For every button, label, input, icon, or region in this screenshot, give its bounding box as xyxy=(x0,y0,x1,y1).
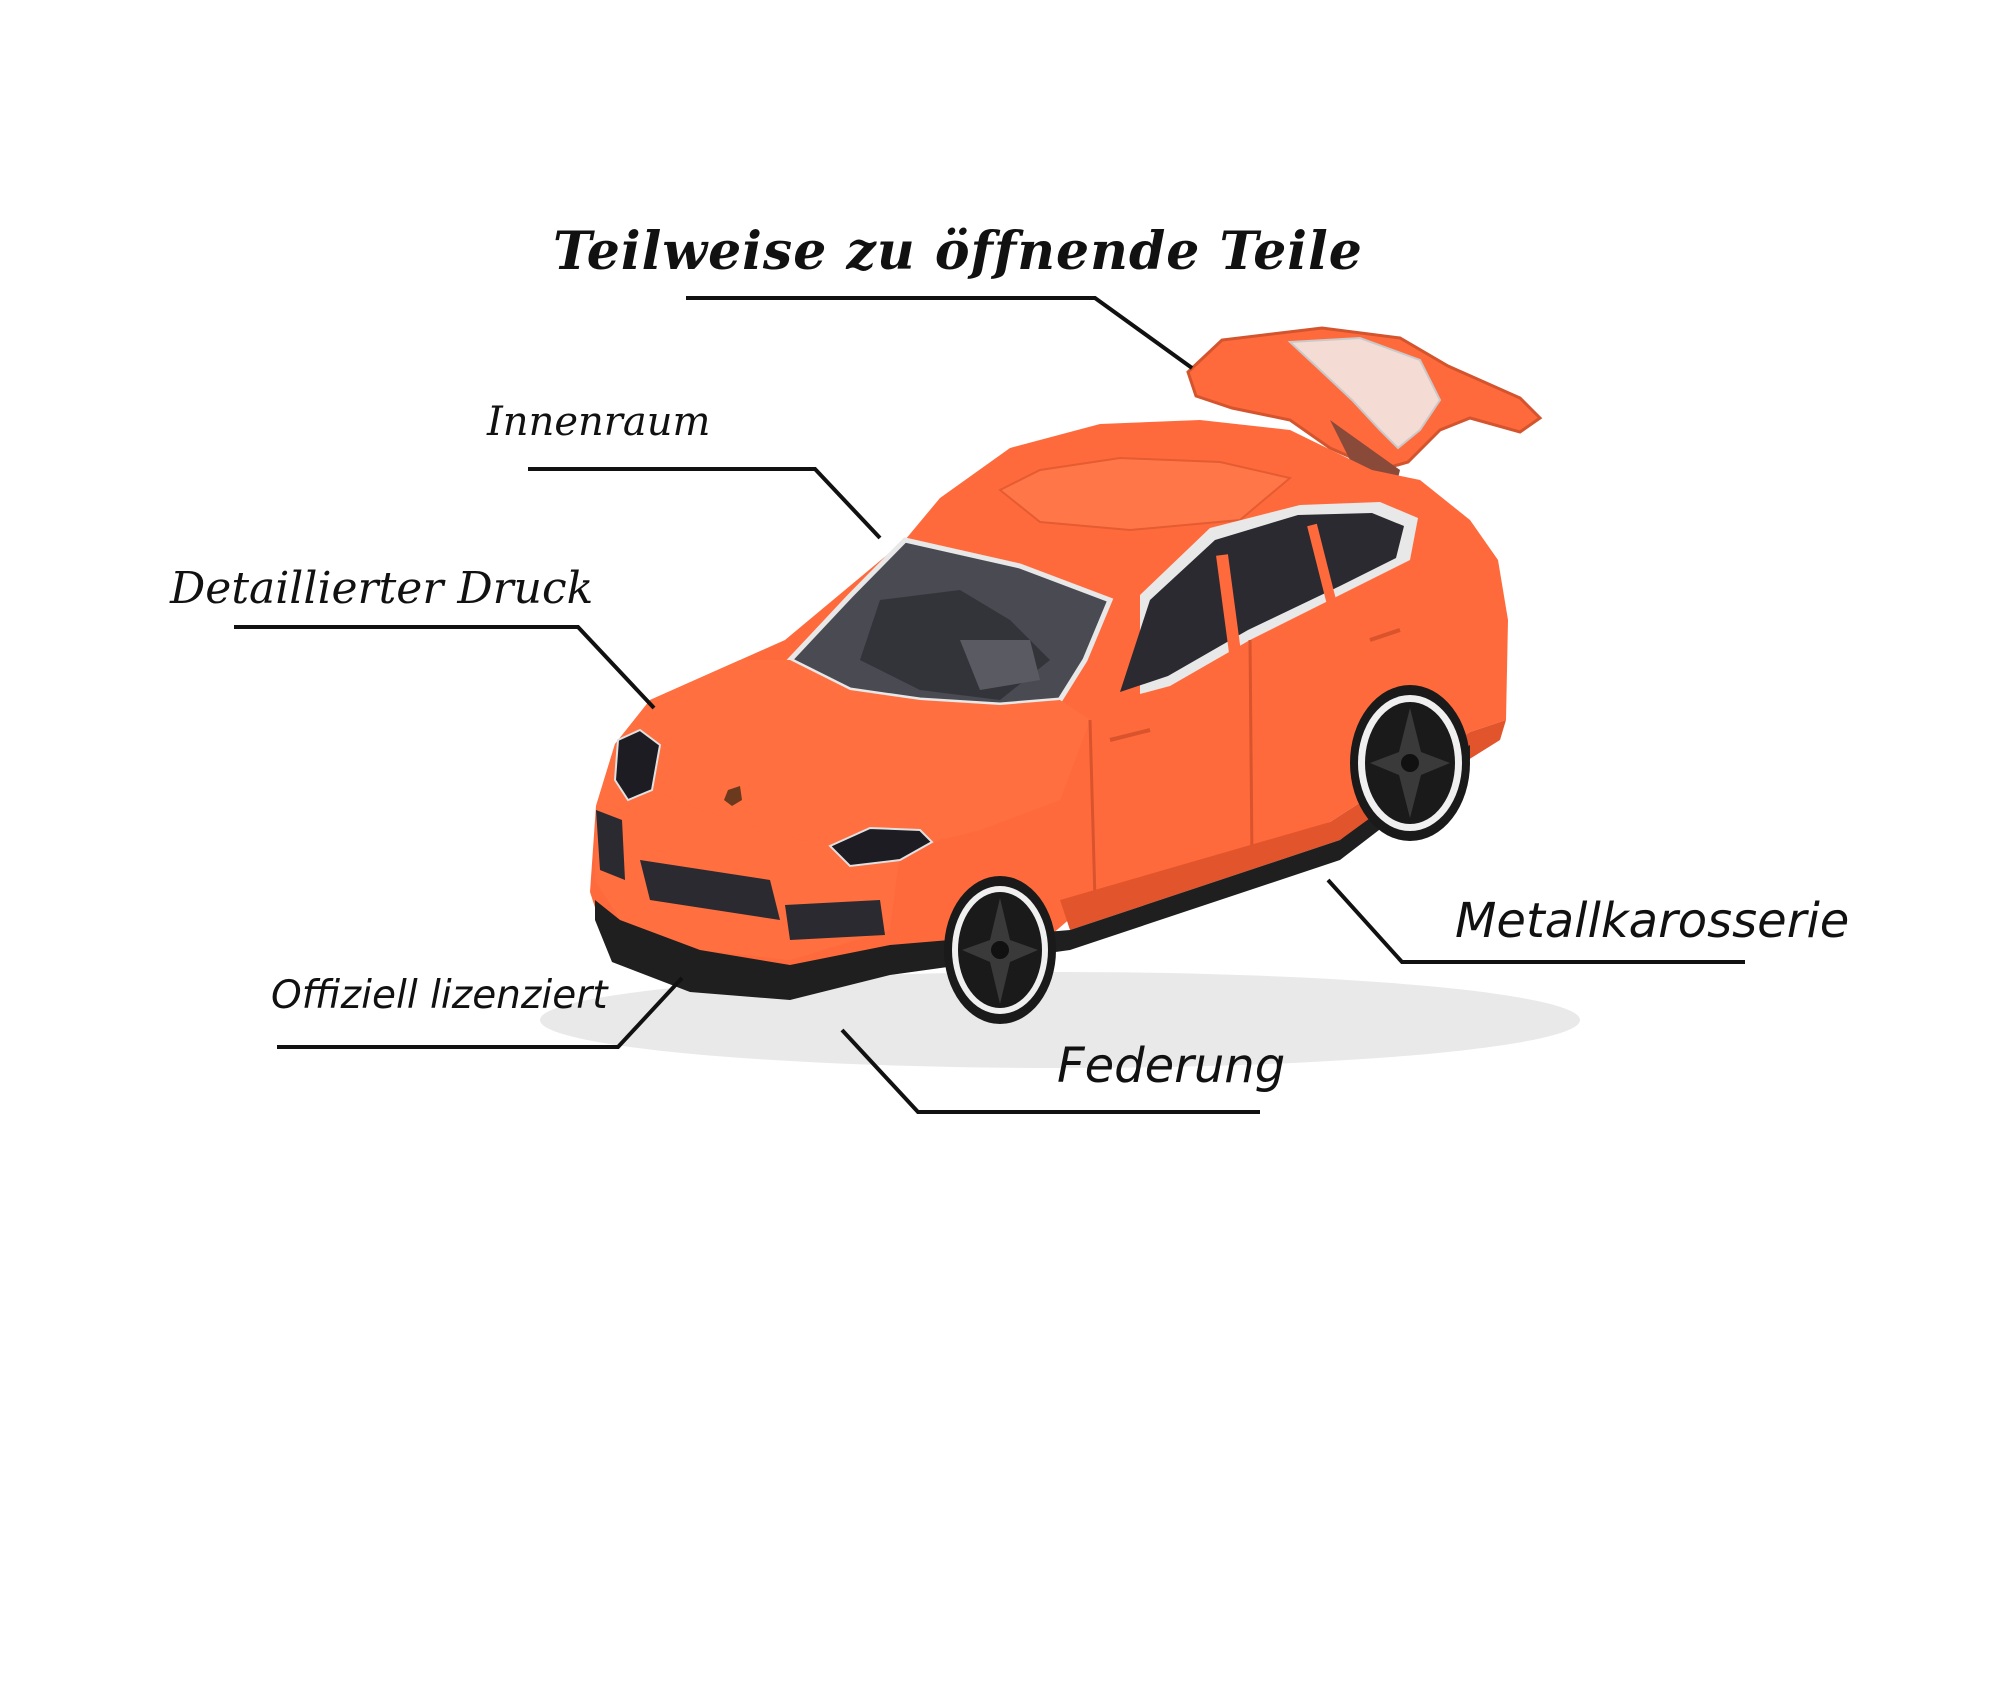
label-detailed-print: Detaillierter Druck xyxy=(170,563,594,614)
leader-line-opening-parts xyxy=(686,296,1194,370)
leader-line-suspension xyxy=(840,1028,1260,1114)
label-suspension: Federung xyxy=(1057,1038,1286,1094)
leader-line-body xyxy=(1326,878,1745,964)
label-metal-body: Metallkarosserie xyxy=(1455,893,1850,949)
leader-line-license xyxy=(277,976,684,1049)
label-officially-licensed: Offiziell lizenziert xyxy=(271,973,608,1018)
rear-wheel xyxy=(1350,685,1470,841)
leader-lines xyxy=(234,296,1745,1114)
label-opening-parts: Teilweise zu öffnende Teile xyxy=(553,221,1363,282)
label-interior: Innenraum xyxy=(487,399,711,445)
car-body xyxy=(590,420,1508,1000)
front-wheel xyxy=(944,876,1056,1024)
leader-line-print xyxy=(234,625,656,710)
leader-line-interior xyxy=(528,467,882,540)
